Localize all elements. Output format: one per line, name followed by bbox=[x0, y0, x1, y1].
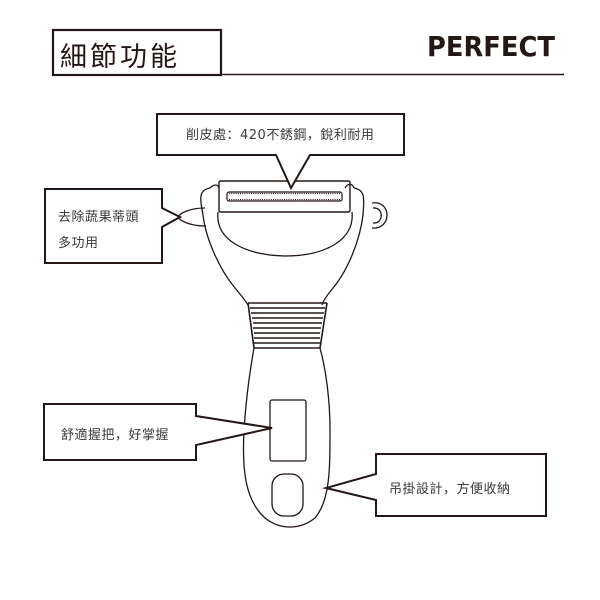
peeler-icon bbox=[177, 180, 388, 528]
callout-tip-bubble bbox=[44, 188, 183, 264]
callout-blade-text: 削皮處：420不銹鋼，銳利耐用 bbox=[186, 128, 375, 143]
callout-tip-line1: 去除蔬果蒂頭 bbox=[58, 210, 140, 225]
page-title: 細節功能 bbox=[60, 42, 180, 73]
callout-hang-text: 吊掛設計，方便收納 bbox=[389, 482, 511, 497]
header-frame bbox=[51, 28, 564, 77]
brand-logo: PERFECT bbox=[427, 30, 555, 63]
callout-tip-text: 去除蔬果蒂頭 多功用 bbox=[58, 205, 139, 257]
callout-grip-text: 舒適握把，好掌握 bbox=[61, 428, 170, 443]
callout-tip-line2: 多功用 bbox=[58, 236, 99, 251]
callout-blade-bubble bbox=[156, 113, 405, 191]
callout-hang-bubble bbox=[322, 453, 547, 517]
callout-grip-bubble bbox=[43, 403, 273, 461]
